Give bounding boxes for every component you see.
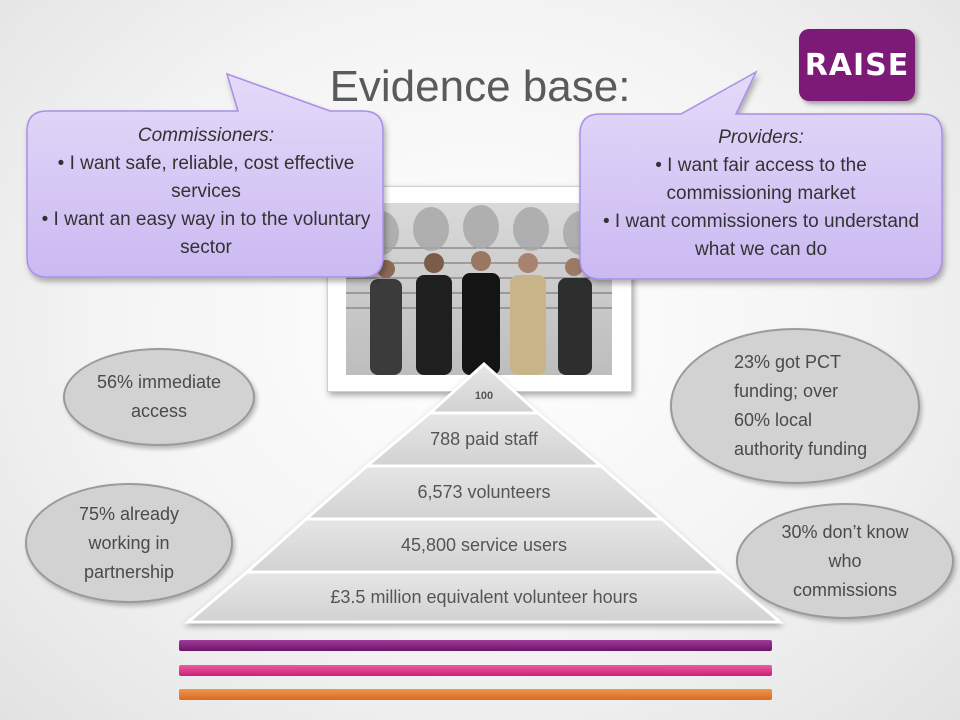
lineup-photo — [346, 203, 612, 375]
pyramid-level-1 — [426, 361, 542, 415]
providers-item-2: • I want commissioners to understand wha… — [602, 211, 920, 260]
pyramid-label-1: 100 — [474, 390, 494, 402]
providers-item-1: • I want fair access to the commissionin… — [655, 155, 867, 204]
commissioners-bubble — [26, 72, 384, 278]
commissioners-item-2: • I want an easy way in to the voluntary… — [41, 209, 371, 258]
raise-logo-text: RAISE — [804, 47, 910, 83]
commissioners-heading: Commissioners: — [137, 125, 275, 146]
pyramid-label-4: 45,800 service users — [400, 535, 568, 555]
stat-funding: 23% got PCT funding; over 60% local auth… — [670, 328, 920, 484]
providers-text: Providers: • I want fair access to the c… — [600, 124, 922, 264]
stat-dont-know: 30% don’t know who commissions — [736, 503, 954, 619]
providers-bubble — [579, 70, 943, 280]
decorative-bar-orange — [179, 689, 772, 700]
pyramid-label-5: £3.5 million equivalent volunteer hours — [330, 587, 638, 607]
commissioners-item-1: • I want safe, reliable, cost effective … — [57, 153, 355, 202]
raise-logo: RAISE — [799, 29, 915, 101]
decorative-bar-pink — [179, 665, 772, 676]
pyramid-label-2: 788 paid staff — [430, 429, 538, 449]
decorative-bar-purple — [179, 640, 772, 651]
slide-title: Evidence base: — [329, 62, 631, 111]
stat-immediate-access: 56% immediate access — [63, 348, 255, 446]
commissioners-text: Commissioners: • I want safe, reliable, … — [36, 122, 376, 262]
pyramid-level-5 — [183, 570, 785, 624]
stat-partnership: 75% already working in partnership — [25, 483, 233, 603]
pyramid-label-3: 6,573 volunteers — [417, 482, 551, 502]
providers-heading: Providers: — [718, 127, 804, 148]
